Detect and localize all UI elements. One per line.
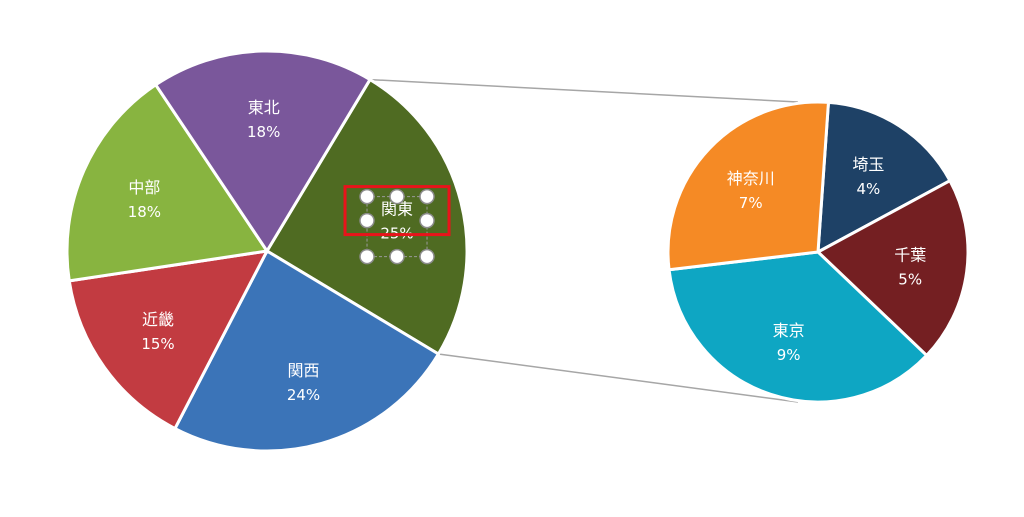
secondary-pie-slice-label: 埼玉 (852, 155, 884, 174)
resize-handle[interactable] (359, 212, 375, 229)
secondary-pie-slice-value: 7% (739, 194, 763, 212)
secondary-pie[interactable]: 埼玉 4% 千葉 5% 東京 9% 神奈川 7% (666, 100, 970, 404)
connector-line-bottom (438, 353, 799, 403)
connector-line-top (369, 78, 799, 103)
secondary-pie-slice-label: 東京 (773, 321, 805, 340)
selected-label-highlight (343, 185, 451, 237)
main-pie-slice-label: 近畿 (142, 310, 174, 329)
secondary-pie-slice-label: 神奈川 (727, 169, 775, 188)
secondary-pie-slice-2[interactable] (667, 250, 929, 404)
main-pie-slice-value: 15% (141, 335, 174, 353)
secondary-pie-slice-label: 千葉 (894, 245, 926, 264)
resize-handle[interactable] (419, 212, 435, 229)
main-pie-slice-value: 18% (247, 123, 280, 141)
resize-handle[interactable] (359, 188, 375, 205)
resize-handle[interactable] (389, 248, 405, 265)
secondary-pie-slice-value: 5% (898, 270, 922, 288)
secondary-pie-slice-value: 4% (857, 180, 881, 198)
main-pie-slice-value: 24% (287, 386, 320, 404)
secondary-pie-slice-3[interactable] (666, 100, 830, 272)
label-selection[interactable] (343, 185, 451, 265)
secondary-pie-slice-1[interactable] (816, 179, 970, 357)
connector-lines (369, 78, 799, 403)
resize-handle[interactable] (419, 188, 435, 205)
main-pie-slice-value: 18% (128, 203, 161, 221)
secondary-pie-slice-value: 9% (777, 346, 801, 364)
main-pie-slice-2[interactable] (67, 249, 269, 431)
main-pie-slice-label: 東北 (248, 98, 280, 117)
main-pie-slice-3[interactable] (65, 83, 269, 283)
secondary-pie-slice-0[interactable] (816, 100, 952, 254)
main-pie-slice-label: 関西 (287, 361, 319, 380)
main-pie-slice-1[interactable] (173, 249, 440, 453)
main-pie-slice-label: 関東 (381, 200, 413, 219)
main-pie-slice-4[interactable] (154, 49, 372, 253)
main-pie-slice-label: 中部 (128, 178, 160, 197)
resize-handle[interactable] (389, 188, 405, 205)
resize-handle[interactable] (359, 248, 375, 265)
resize-handle[interactable] (419, 248, 435, 265)
